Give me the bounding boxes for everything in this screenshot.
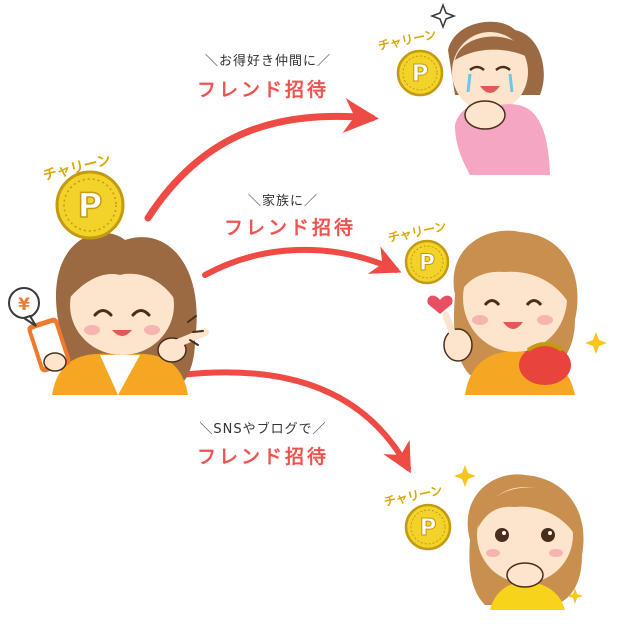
arrow-to-family — [202, 246, 402, 278]
p-coin-icon: P — [404, 503, 452, 551]
receiver-coin-1-letter: P — [412, 61, 429, 87]
p-coin-icon: P — [396, 49, 444, 97]
sender-coin-letter: P — [78, 186, 103, 226]
p-coin-icon: P — [404, 239, 450, 285]
arrow-to-sns — [177, 369, 411, 474]
sender-woman: ¥ — [8, 232, 209, 395]
heart-icon — [427, 295, 453, 314]
receiver-coin-1-label: チャリーン — [377, 27, 438, 53]
p-coin-icon: P — [55, 170, 125, 240]
sparkle-icon — [585, 332, 607, 354]
sparkle-icon — [429, 2, 457, 30]
receiver-coin-2-label: チャリーン — [387, 219, 448, 245]
receiver-coin-2-letter: P — [419, 251, 435, 276]
receiver-coin-3: チャリーン P — [383, 483, 452, 551]
invite-1-action: フレンド招待 — [196, 79, 329, 101]
receiver-coin-1: チャリーン P — [377, 27, 444, 97]
arrows — [144, 98, 411, 474]
receiver-coin-3-letter: P — [420, 515, 437, 541]
receiver-friend — [429, 2, 550, 175]
yen-symbol: ¥ — [18, 295, 30, 315]
receiver-family — [427, 230, 607, 395]
invite-2-action: フレンド招待 — [223, 217, 356, 239]
arrow-to-friend — [144, 98, 379, 222]
smartphone-icon — [27, 317, 71, 373]
sparkle-icon — [454, 465, 476, 487]
sender-coin: チャリーン P — [42, 152, 125, 240]
sparkle-icon — [567, 588, 583, 604]
invite-3-action: フレンド招待 — [196, 446, 329, 468]
yen-bubble-icon: ¥ — [8, 287, 40, 327]
invite-3-audience: ＼SNSやブログで／ — [199, 422, 327, 437]
purse-icon — [519, 342, 571, 385]
receiver-coin-2: チャリーン P — [387, 219, 450, 285]
invite-2-audience: ＼家族に／ — [247, 194, 318, 209]
invite-1-audience: ＼お得好き仲間に／ — [204, 54, 331, 69]
receiver-sns — [454, 465, 584, 610]
